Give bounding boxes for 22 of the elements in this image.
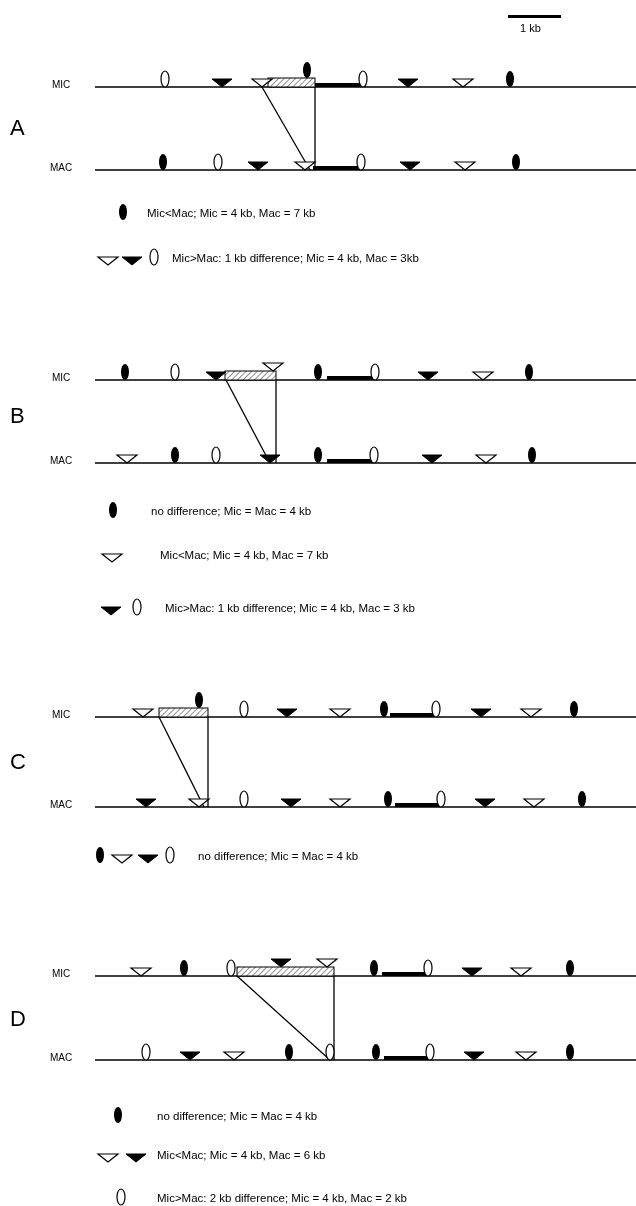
panel-letter: D: [10, 1008, 26, 1030]
track-label: MAC: [50, 800, 73, 810]
track-label: MIC: [52, 710, 71, 720]
legend-text: Mic>Mac: 1 kb difference; Mic = 4 kb, Mac = 3kb: [172, 253, 419, 265]
panel-letter: C: [10, 751, 26, 773]
legend-text: Mic<Mac; Mic = 4 kb, Mac = 7 kb: [147, 208, 316, 220]
panel-letter: A: [10, 117, 25, 139]
track-label: MAC: [50, 163, 73, 173]
legend-text: no difference; Mic = Mac = 4 kb: [151, 506, 312, 518]
legend-text: no difference; Mic = Mac = 4 kb: [198, 851, 359, 863]
track-label: MIC: [52, 373, 71, 383]
track-label: MIC: [52, 969, 71, 979]
legend-text: Mic>Mac: 1 kb difference; Mic = 4 kb, Mac = 3 kb: [165, 603, 416, 615]
track-label: MAC: [50, 456, 73, 466]
track-label: MAC: [50, 1053, 73, 1063]
panel-letter: B: [10, 405, 25, 427]
legend-text: Mic<Mac; Mic = 4 kb, Mac = 6 kb: [157, 1150, 326, 1162]
legend-text: no difference; Mic = Mac = 4 kb: [157, 1111, 318, 1123]
track-label: MIC: [52, 80, 71, 90]
scale-label: 1 kb: [520, 23, 541, 34]
legend-text: Mic>Mac: 2 kb difference; Mic = 4 kb, Mac = 2 kb: [157, 1193, 408, 1205]
legend-text: Mic<Mac; Mic = 4 kb, Mac = 7 kb: [160, 550, 329, 562]
